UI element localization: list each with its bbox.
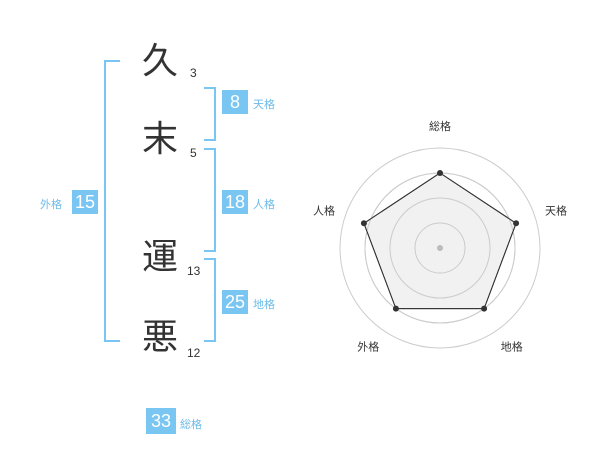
radar-point-2 [513,220,520,227]
radar-point-1 [437,170,443,176]
stroke-count-3: 13 [187,264,201,278]
stroke-count-1: 3 [190,66,197,80]
radar-point-5 [360,220,367,227]
gaikaku-bracket [104,60,120,342]
gaikaku-value: 15 [72,190,98,214]
kanji-char-1: 久 [142,41,179,82]
radar-axis-label-1: 総格 [429,119,451,133]
stroke-count-4: 12 [187,346,201,360]
radar-grid-ring-inner [389,197,491,299]
jinkaku-label: 人格 [253,198,275,211]
tenkaku-bracket [204,87,216,141]
radar-data-outline [363,172,517,310]
tenkaku-value: 8 [222,90,248,114]
stroke-count-2: 5 [190,146,197,160]
kanji-char-2: 末 [142,119,179,160]
gaikaku-label: 外格 [40,198,62,211]
chikaku-value: 25 [222,290,248,314]
soukaku-label: 総格 [180,418,202,431]
radar-axis-label-5: 人格 [313,203,335,217]
tenkaku-label: 天格 [253,98,275,111]
chikaku-label: 地格 [253,298,275,311]
chikaku-bracket [204,258,216,342]
radar-axis-label-3: 地格 [501,340,523,354]
jinkaku-bracket [204,148,216,252]
soukaku-value: 33 [146,408,176,434]
radar-point-4 [392,305,399,312]
kanji-char-3: 運 [142,237,179,278]
radar-center-dot [437,245,443,251]
kanji-char-4: 悪 [142,317,179,358]
radar-axis-label-2: 天格 [545,203,567,217]
jinkaku-value: 18 [222,190,248,214]
radar-point-3 [481,305,488,312]
radar-grid-ring-inner [414,222,466,274]
radar-axis-label-4: 外格 [357,340,379,354]
